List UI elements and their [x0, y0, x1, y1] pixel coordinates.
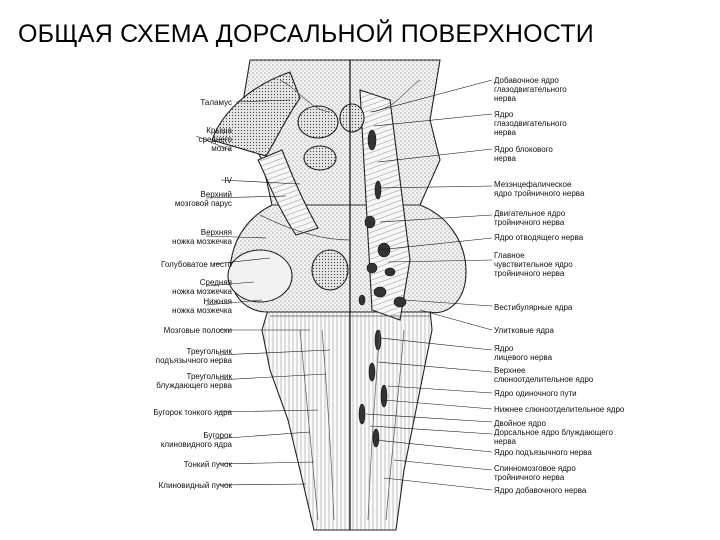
- label-right-9: Ядро лицевого нерва: [494, 344, 553, 362]
- brainstem-outline: [211, 59, 467, 531]
- label-left-14: Клиновидный пучок: [158, 481, 232, 490]
- leader-lines: [195, 79, 493, 491]
- label-left-6: Средняя ножка мозжечка: [172, 278, 232, 296]
- page-title: ОБЩАЯ СХЕМА ДОРСАЛЬНОЙ ПОВЕРХНОСТИ: [18, 20, 594, 48]
- label-right-1: Ядро глазодвигательного нерва: [494, 110, 567, 137]
- label-right-8: Улитковые ядра: [494, 326, 554, 335]
- label-left-10: Треугольник блуждающего нерва: [156, 372, 232, 390]
- label-right-10: Верхнее слюноотделительное ядро: [494, 366, 594, 384]
- label-left-9: Треугольник подъязычного нерва: [155, 347, 232, 365]
- label-right-17: Ядро добавочного нерва: [494, 486, 587, 495]
- label-left-13: Тонкий пучок: [183, 460, 232, 469]
- label-left-5: Голубоватое место: [161, 260, 232, 269]
- label-right-0: Добавочное ядро глазодвигательного нерва: [494, 76, 567, 103]
- label-right-2: Ядро блокового нерва: [494, 145, 553, 163]
- label-left-12: Бугорок клиновидного ядра: [160, 431, 232, 449]
- label-left-3: Верхний мозговой парус: [174, 190, 232, 208]
- label-left-4: Верхняя ножка мозжечка: [172, 228, 232, 246]
- label-left-8: Мозговые полоски: [163, 326, 232, 335]
- label-right-6: Главное чувствительное ядро тройничного …: [494, 251, 573, 278]
- label-right-13: Двойное ядро: [494, 419, 546, 428]
- label-left-11: Бугорок тонкого ядра: [153, 408, 232, 417]
- label-left-0: Таламус: [200, 98, 232, 107]
- label-left-7: Нижняя ножка мозжечка: [172, 297, 232, 315]
- nuclei: [358, 129, 407, 448]
- label-left-2: IV: [224, 176, 232, 185]
- label-right-11: Ядро одиночного пути: [494, 389, 577, 398]
- label-right-5: Ядро отводящего нерва: [494, 233, 584, 242]
- label-right-7: Вестибулярные ядра: [494, 303, 573, 312]
- label-right-3: Мезэнцефалическое ядро тройничного нерва: [494, 180, 585, 198]
- label-left-1: Крыша среднего мозга: [198, 126, 232, 153]
- label-right-12: Нижнее слюноотделительное ядро: [494, 405, 625, 414]
- label-right-4: Двигательное ядро тройничного нерва: [494, 209, 566, 227]
- label-right-15: Ядро подъязычного нерва: [494, 448, 592, 457]
- label-right-14: Дорсальное ядро блуждающего нерва: [494, 428, 613, 446]
- label-right-16: Спинномозговое ядро тройничного нерва: [494, 464, 576, 482]
